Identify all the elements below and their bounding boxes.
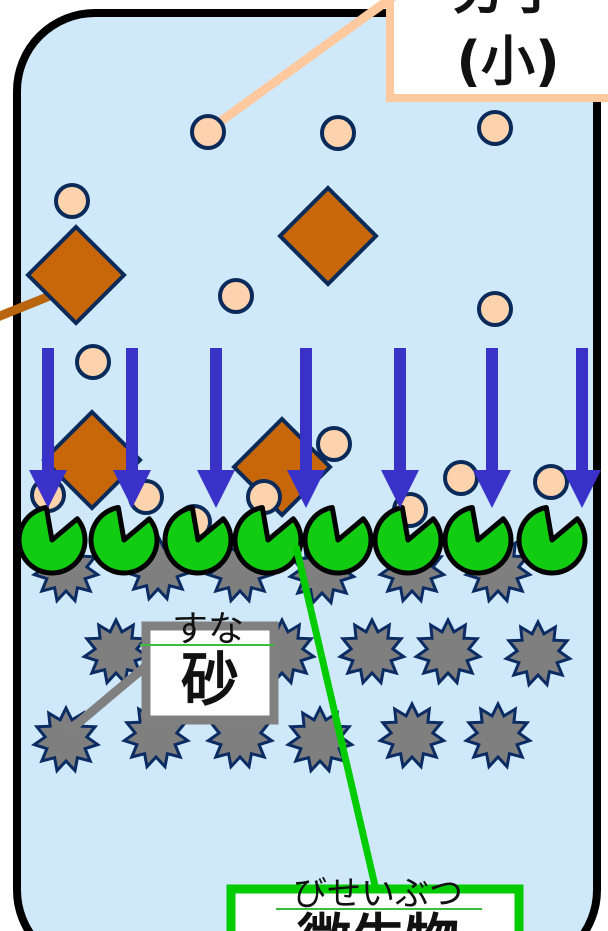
sand-label: 砂 — [181, 646, 239, 714]
small-molecule-label-line2: (小) — [456, 30, 559, 93]
small-molecule-icon — [479, 112, 511, 144]
small-molecule-icon — [56, 185, 88, 217]
sand-ruby: すな — [172, 609, 244, 650]
small-molecule-label-line1: 分子 — [452, 0, 564, 22]
small-molecule-icon — [192, 116, 224, 148]
small-molecule-icon — [479, 293, 511, 325]
small-molecule-icon — [318, 428, 350, 460]
small-molecule-icon — [322, 117, 354, 149]
microbe-label: 微生物 — [296, 908, 459, 931]
sand-label-box: すな 砂 — [140, 609, 274, 720]
small-molecule-label-box: 分子 (小) — [390, 0, 608, 98]
small-molecule-icon — [535, 466, 567, 498]
small-molecule-icon — [445, 462, 477, 494]
small-molecule-icon — [77, 346, 109, 378]
small-molecule-icon — [220, 280, 252, 312]
